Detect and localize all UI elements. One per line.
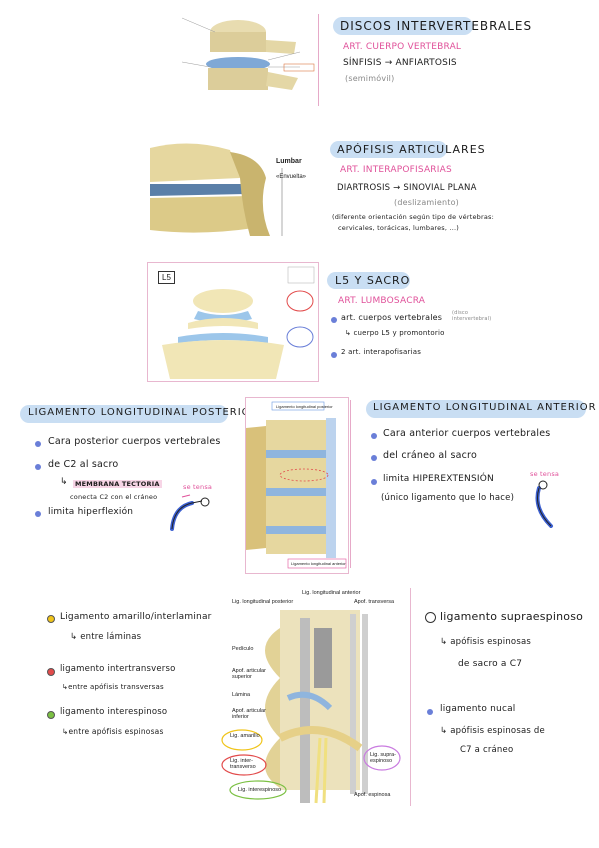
tensa-label-anterior: se tensa bbox=[530, 470, 560, 478]
img-label-envuelta: «Envuelta» bbox=[276, 174, 307, 180]
lig-interespinoso-sub: ↳entre apófisis espinosas bbox=[62, 727, 164, 736]
open-circle-bullet bbox=[425, 612, 436, 623]
supra-sub-2: de sacro a C7 bbox=[458, 659, 523, 669]
bullet-interapofisarias: 2 art. interapofisarias bbox=[341, 348, 422, 356]
line-sinfisis: SÍNFISIS → ANFIARTOSIS bbox=[343, 58, 457, 68]
lig-interespinoso: ligamento interespinoso bbox=[60, 707, 168, 717]
lig-amarillo: Ligamento amarillo/interlaminar bbox=[60, 612, 212, 622]
note-disco: (disco intervertebral) bbox=[452, 310, 492, 322]
section-title-apofisis: APÓFISIS ARTICULARES bbox=[337, 143, 486, 156]
sub-cuerpo-l5: ↳ cuerpo L5 y promontorio bbox=[345, 329, 445, 337]
note-semimovil: (semimóvil) bbox=[345, 74, 395, 83]
dg-lig-amarillo: Lig. amarillo bbox=[230, 733, 260, 739]
lumbar-vertebra-illustration: Lumbar «Envuelta» bbox=[150, 138, 316, 236]
extension-icon bbox=[525, 478, 565, 532]
dg-lig-intertransverso: Lig. inter-transverso bbox=[230, 758, 256, 770]
lig-intertransverso: ligamento intertransverso bbox=[60, 664, 176, 674]
lig-nucal: ligamento nucal bbox=[440, 704, 516, 714]
paragraph-line-1: (diferente orientación según tipo de vér… bbox=[332, 213, 495, 221]
bullet-hiperextension: limita HIPEREXTENSIÓN bbox=[383, 474, 494, 484]
bullet-cuerpos-vertebrales: art. cuerpos vertebrales bbox=[341, 313, 443, 322]
bullet-craneo-sacro: del cráneo al sacro bbox=[383, 450, 477, 461]
supra-sub-1: ↳ apófisis espinosas bbox=[440, 637, 531, 647]
dg-apof-espinosa: Apof. espinosa bbox=[354, 792, 391, 798]
section-title-lig-posterior: LIGAMENTO LONGITUDINAL POSTERIOR bbox=[28, 407, 259, 418]
img-label-lumbar: Lumbar bbox=[276, 158, 302, 165]
bullet-c2-sacro: de C2 al sacro bbox=[48, 459, 119, 470]
arrow-icon: ↳ bbox=[60, 477, 68, 487]
lig-amarillo-sub: ↳ entre láminas bbox=[70, 632, 142, 642]
paragraph-line-2: cervicales, torácicas, lumbares, ...) bbox=[338, 224, 459, 232]
dg-pediculo: Pedículo bbox=[232, 646, 254, 652]
bullet-cara-anterior: Cara anterior cuerpos vertebrales bbox=[383, 428, 551, 439]
nucal-sub-2: C7 a cráneo bbox=[460, 745, 514, 755]
note-deslizamiento: (deslizamiento) bbox=[394, 198, 459, 207]
section-title-discos: DISCOS INTERVERTEBRALES bbox=[340, 19, 533, 33]
img-label-lig-post: Ligamento longitudinal posterior bbox=[276, 404, 333, 409]
nucal-sub-1: ↳ apófisis espinosas de bbox=[440, 726, 545, 736]
dg-lig-interespinoso: Lig. interespinoso bbox=[238, 787, 282, 793]
dg-lamina: Lámina bbox=[232, 692, 251, 698]
tensa-label-posterior: se tensa bbox=[183, 483, 213, 491]
bullet-hiperflexion: limita hiperflexión bbox=[48, 507, 134, 517]
line-diartrosis: DIARTROSIS → SINOVIAL PLANA bbox=[337, 183, 477, 193]
dg-lig-long-post: Lig. longitudinal posterior bbox=[232, 599, 294, 605]
bullet-cara-posterior: Cara posterior cuerpos vertebrales bbox=[48, 436, 221, 447]
spinal-ligaments-diagram: Lig. longitudinal anterior Lig. longitud… bbox=[220, 588, 411, 806]
subtitle-interapofisarias: ART. INTERAPOFISARIAS bbox=[340, 165, 452, 175]
l5-tag: L5 bbox=[158, 271, 175, 284]
section-title-lig-anterior: LIGAMENTO LONGITUDINAL ANTERIOR bbox=[373, 402, 597, 413]
flexion-icon bbox=[168, 493, 216, 535]
dg-apof-transv: Apof. transversa bbox=[354, 599, 395, 605]
subtitle-cuerpo-vertebral: ART. CUERPO VERTEBRAL bbox=[343, 42, 462, 52]
dg-lig-supraespinoso: Lig. supra-espinoso bbox=[370, 752, 396, 764]
lig-intertransverso-sub: ↳entre apófisis transversas bbox=[62, 683, 164, 691]
section-title-l5-sacro: L5 Y SACRO bbox=[335, 274, 411, 287]
spine-disc-illustration bbox=[160, 12, 315, 104]
unico-ligamento: (único ligamento que lo hace) bbox=[381, 493, 515, 503]
lig-supraespinoso: ligamento supraespinoso bbox=[440, 610, 584, 623]
subtitle-lumbosacra: ART. LUMBOSACRA bbox=[338, 296, 426, 306]
l5-sacrum-illustration: L5 bbox=[147, 262, 319, 382]
longitudinal-ligament-illustration: Ligamento longitudinal posterior Ligamen… bbox=[245, 397, 349, 574]
conecta-c2: conecta C2 con el cráneo bbox=[70, 493, 158, 501]
dg-apof-art-inf: Apof. articular inferior bbox=[232, 708, 266, 720]
membrana-tectoria: MEMBRANA TECTORIA bbox=[73, 480, 162, 488]
img-label-lig-ant: Ligamento longitudinal anterior bbox=[291, 561, 346, 566]
dg-lig-long-ant: Lig. longitudinal anterior bbox=[302, 590, 361, 596]
dg-apof-art-sup: Apof. articular superior bbox=[232, 668, 266, 680]
